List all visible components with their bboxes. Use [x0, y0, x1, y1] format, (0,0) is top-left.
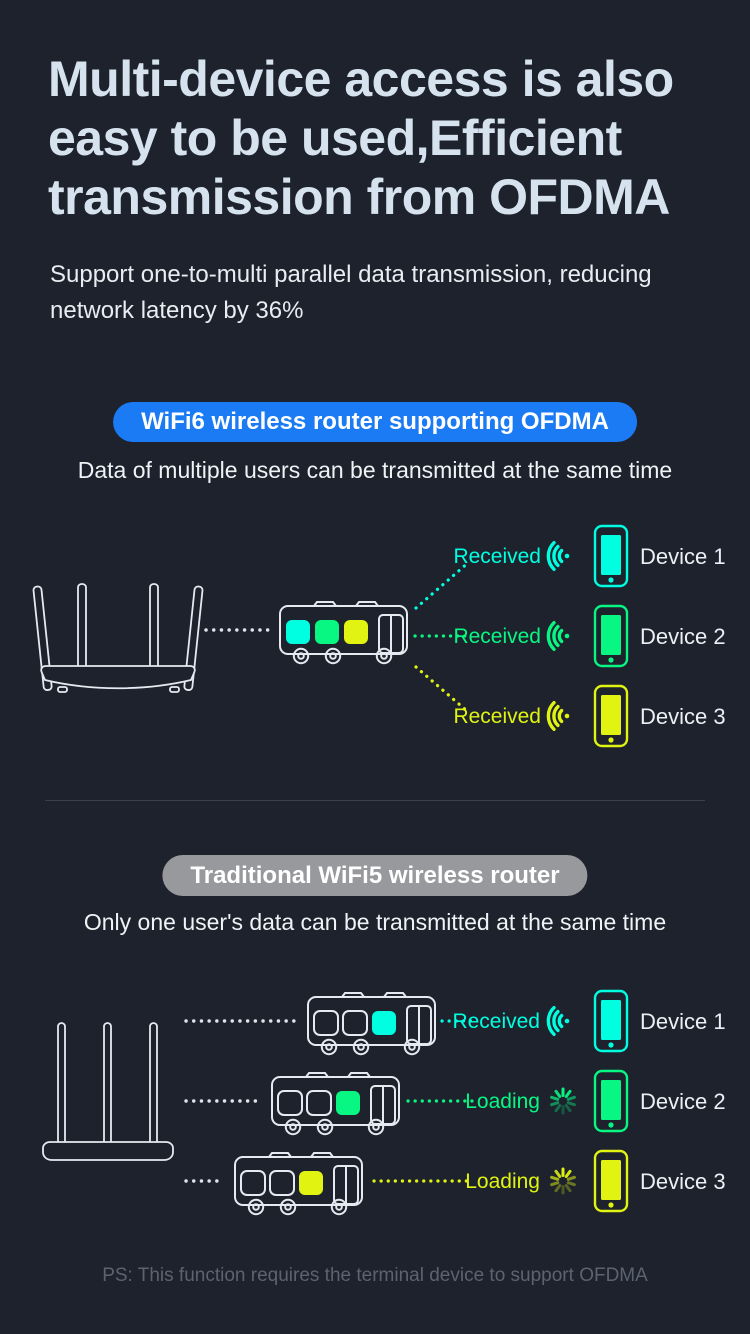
phone-icon	[593, 1149, 629, 1213]
wifi6-badge: WiFi6 wireless router supporting OFDMA	[113, 402, 637, 442]
empty-slot	[269, 1170, 295, 1196]
dotted-link	[414, 560, 471, 610]
footer-note: PS: This function requires the terminal …	[102, 1265, 648, 1286]
data-packet-device2	[315, 620, 339, 644]
phone-icon	[593, 604, 629, 668]
empty-slot	[306, 1090, 332, 1116]
wifi5-receiver-row-1: Received Device 1	[440, 989, 726, 1053]
wifi5-receiver-row-2: Loading Device 2	[406, 1069, 726, 1133]
ofdma-data-bus-illustration	[279, 601, 408, 665]
device-label: Device 1	[640, 1009, 726, 1034]
wifi6-diagram: Received Device 1 Received Device 2 Rece…	[32, 524, 726, 748]
empty-slot	[313, 1010, 339, 1036]
data-packet-device3	[299, 1171, 323, 1195]
section-divider	[45, 800, 705, 801]
wifi5-data-bus-2	[271, 1072, 400, 1136]
data-packet-device2	[336, 1091, 360, 1115]
subtitle-line-2: network latency by 36%	[50, 297, 304, 324]
subtitle-line-1: Support one-to-multi parallel data trans…	[50, 261, 652, 288]
data-packet-device1	[286, 620, 310, 644]
wifi5-data-bus-3	[234, 1152, 363, 1216]
page-title-line-2: easy to be used,Efficient	[48, 110, 622, 166]
empty-slot	[277, 1090, 303, 1116]
phone-icon	[593, 684, 629, 748]
empty-slot	[240, 1170, 266, 1196]
status-label: Received	[453, 545, 541, 568]
wifi5-diagram: Received Device 1 Loading Device 2 Loadi…	[42, 989, 726, 1216]
status-label: Loading	[465, 1090, 540, 1113]
wifi5-caption: Only one user's data can be transmitted …	[83, 909, 667, 935]
status-label: Loading	[465, 1170, 540, 1193]
wifi6-receiver-row-1: Received Device 1	[414, 524, 726, 610]
wifi-signal-icon	[546, 1006, 571, 1037]
phone-icon	[593, 1069, 629, 1133]
wifi6-receiver-row-2: Received Device 2	[413, 604, 726, 668]
wifi6-caption: Data of multiple users can be transmitte…	[77, 457, 673, 483]
status-label: Received	[452, 1010, 540, 1033]
phone-icon	[593, 989, 629, 1053]
data-packet-device1	[372, 1011, 396, 1035]
wifi-signal-icon	[546, 701, 571, 731]
device-label: Device 2	[640, 1089, 726, 1114]
status-label: Received	[453, 705, 541, 728]
page-title-line-1: Multi-device access is also	[48, 51, 674, 107]
subtitle: Support one-to-multi parallel data trans…	[50, 257, 690, 329]
status-label: Received	[453, 625, 541, 648]
loading-spinner-icon	[550, 1167, 576, 1195]
device-label: Device 1	[640, 544, 726, 569]
device-label: Device 3	[640, 704, 726, 729]
dotted-link	[414, 665, 469, 713]
page-title-line-3: transmission from OFDMA	[48, 169, 670, 225]
device-label: Device 2	[640, 624, 726, 649]
wifi6-router-illustration	[32, 583, 204, 693]
wifi5-router-illustration	[42, 1022, 174, 1161]
wifi5-badge: Traditional WiFi5 wireless router	[162, 855, 588, 896]
phone-icon	[593, 524, 629, 588]
wifi5-receiver-row-3: Loading Device 3	[372, 1149, 726, 1213]
wifi-signal-icon	[546, 621, 571, 651]
page-title: Multi-device access is also easy to be u…	[48, 50, 708, 227]
empty-slot	[342, 1010, 368, 1036]
wifi-signal-icon	[546, 541, 571, 571]
wifi5-data-bus-1	[307, 992, 436, 1056]
device-label: Device 3	[640, 1169, 726, 1194]
data-packet-device3	[344, 620, 368, 644]
loading-spinner-icon	[550, 1087, 576, 1115]
wifi6-receiver-row-3: Received Device 3	[414, 665, 726, 748]
